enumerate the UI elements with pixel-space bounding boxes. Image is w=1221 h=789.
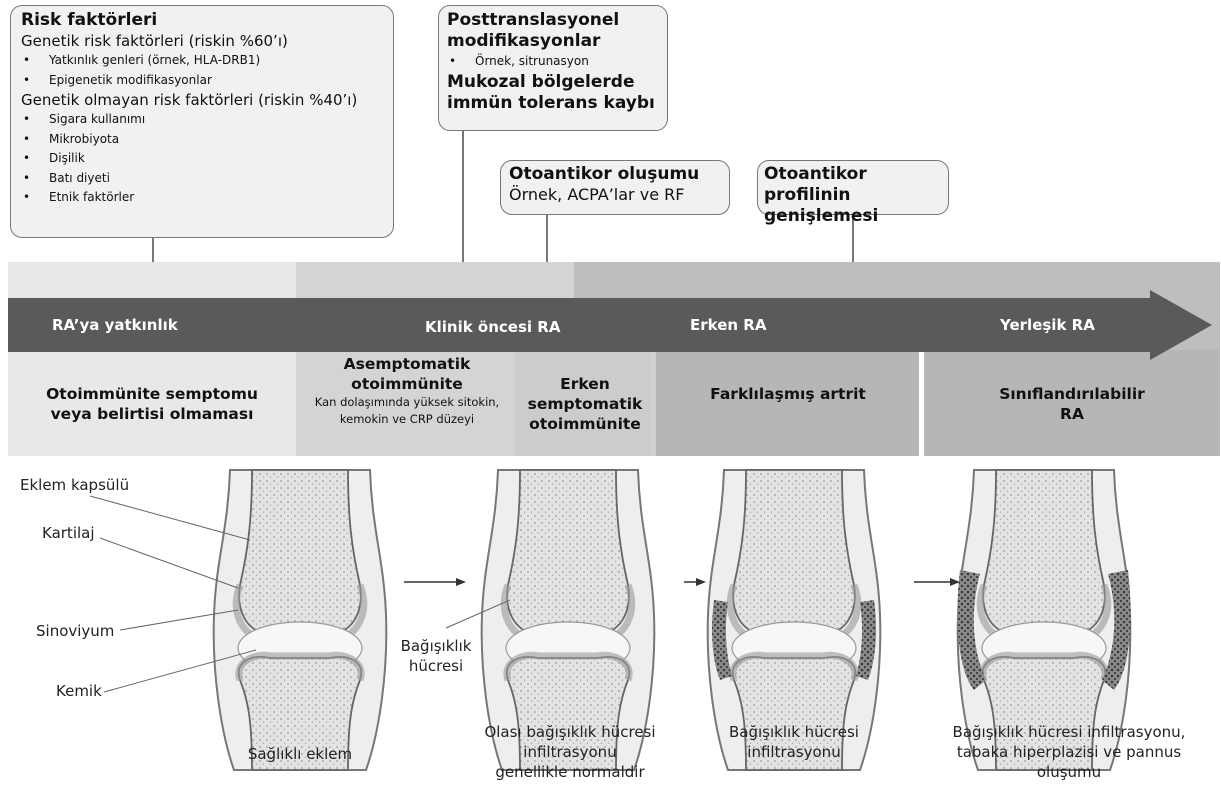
label-immune-cell: Bağışıklık hücresi: [388, 636, 484, 676]
label-bone: Kemik: [56, 682, 102, 700]
caption-healthy-joint: Sağlıklı eklem: [200, 744, 400, 764]
label-synovium: Sinoviyum: [36, 622, 114, 640]
caption-immune-infiltration: Bağışıklık hücresi infiltrasyonu: [704, 722, 884, 762]
label-cartilage: Kartilaj: [42, 524, 95, 542]
label-joint-capsule: Eklem kapsülü: [20, 476, 129, 494]
caption-possible-infiltration: Olası bağışıklık hücresi infiltrasyonu g…: [460, 722, 680, 782]
caption-pannus-formation: Bağışıklık hücresi infiltrasyonu, tabaka…: [924, 722, 1214, 782]
